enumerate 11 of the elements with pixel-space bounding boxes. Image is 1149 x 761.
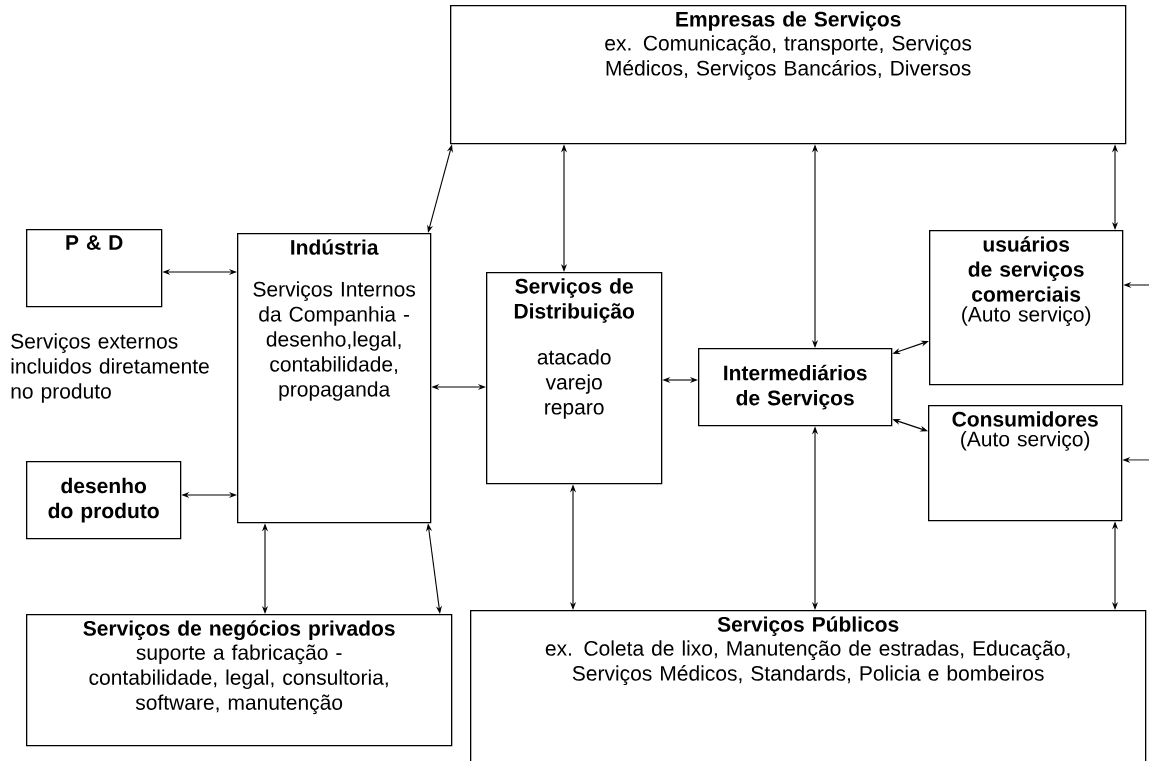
service-box: usuários de serviços comerciais (Auto serviço) xyxy=(929,230,1124,386)
service-box: Intermediários de Serviços xyxy=(698,348,893,427)
service-box: P & D xyxy=(26,229,163,308)
service-box: Serviços de Distribuição atacado varejo reparo xyxy=(486,272,663,485)
service-box: desenho do produto xyxy=(26,461,182,540)
note-text: Serviços externos incluidos diretamente no produto xyxy=(11,333,209,403)
service-box: Indústria Serviços Internos da Companhia - desenho,legal, contabilidade, propaganda xyxy=(237,233,432,524)
service-box: Serviços de negócios privados suporte a fabricação - contabilidade, legal, consultoria, software, manutenção xyxy=(26,614,453,747)
service-box: Empresas de Serviços ex. Comunicação, transporte, Serviços Médicos, Serviços Bancários, Diversos xyxy=(450,5,1127,145)
service-box: Consumidores (Auto serviço) xyxy=(928,405,1123,522)
service-box: Serviços Públicos ex. Coleta de lixo, Manutenção de estradas, Educação, Serviços Médicos, Standards, Policia e bombeiros xyxy=(470,610,1147,761)
